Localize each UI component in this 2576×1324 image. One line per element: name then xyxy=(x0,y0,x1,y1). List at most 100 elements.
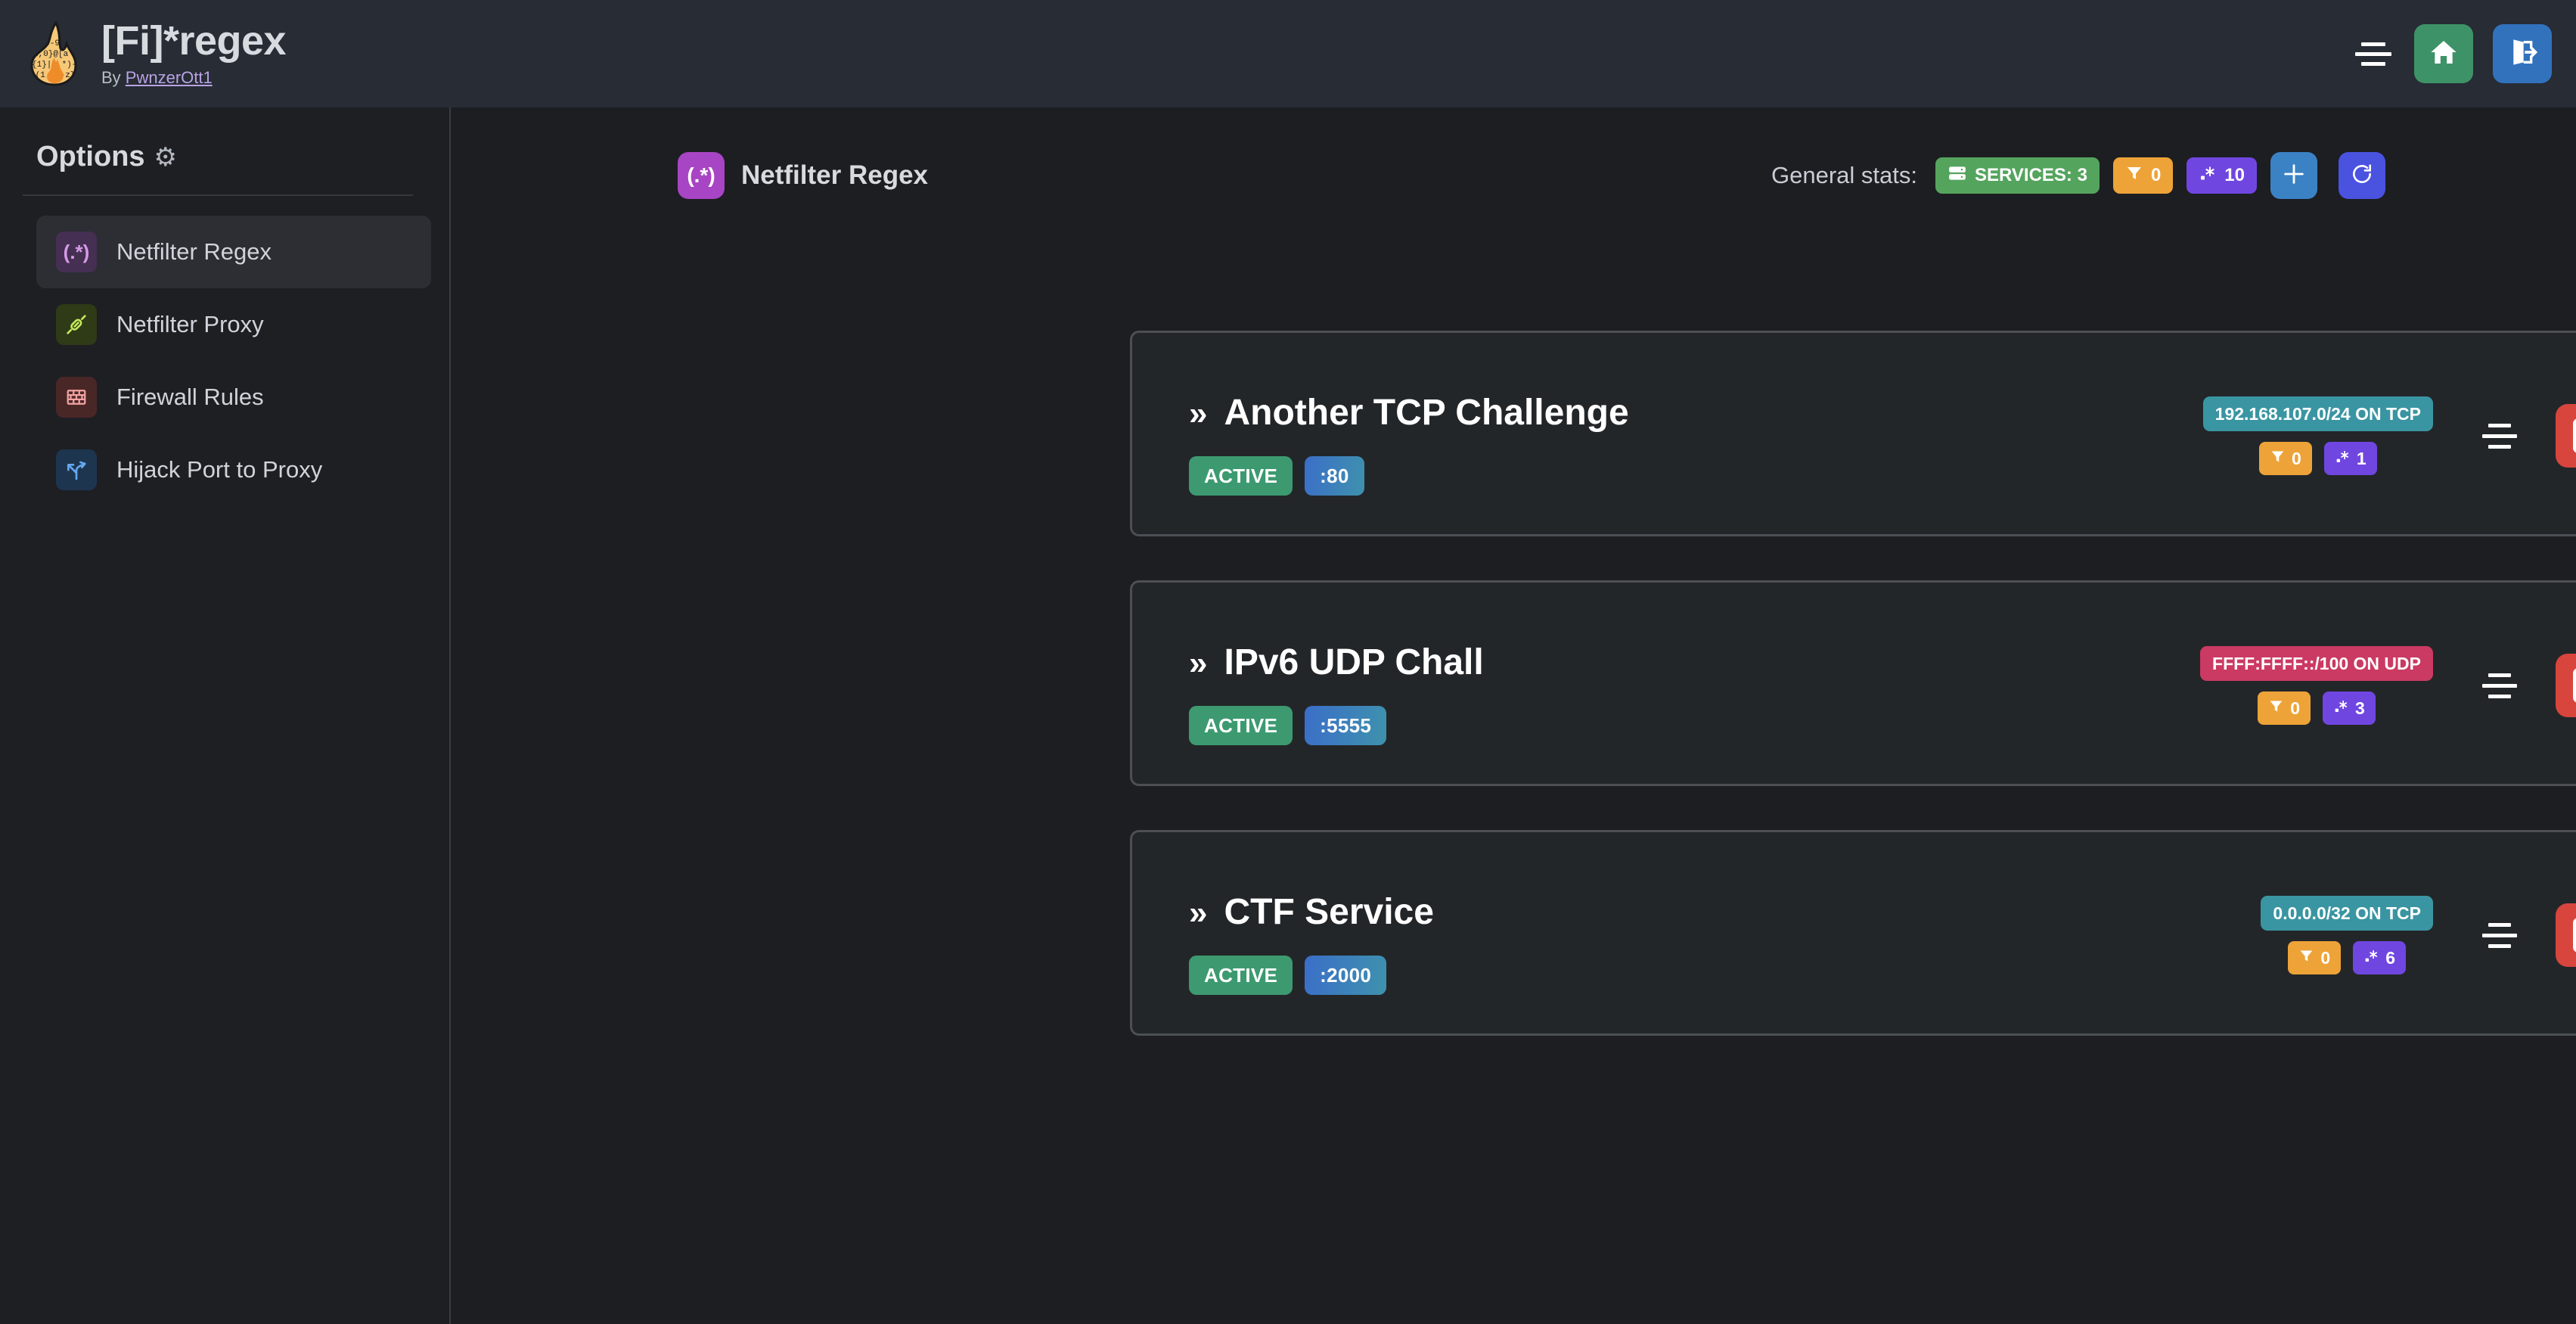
author-link[interactable]: PwnzerOtt1 xyxy=(125,67,213,87)
filters-counter: 0 xyxy=(2259,442,2312,475)
regex-icon xyxy=(2335,449,2351,469)
home-button[interactable] xyxy=(2414,24,2473,83)
sidebar-item-netfilter-regex[interactable]: (.*) Netfilter Regex xyxy=(36,216,431,288)
service-counters: 0 6 xyxy=(2288,941,2406,974)
by-prefix: By xyxy=(101,67,126,87)
page-title: Netfilter Regex xyxy=(741,160,929,190)
sidebar-item-netfilter-proxy[interactable]: Netfilter Proxy xyxy=(36,288,431,361)
regexes-count-label: 3 xyxy=(2355,698,2365,718)
status-badge: ACTIVE xyxy=(1189,956,1293,995)
filters-counter: 0 xyxy=(2258,692,2311,725)
network-badge: 192.168.107.0/24 ON TCP xyxy=(2202,396,2433,431)
add-service-button[interactable] xyxy=(2270,152,2317,199)
general-stats: General stats: SERVICES: 3 xyxy=(1771,152,2385,199)
header-actions xyxy=(2352,0,2552,107)
logout-button[interactable] xyxy=(2493,24,2552,83)
filters-count-label: 0 xyxy=(2320,947,2331,968)
stats-label: General stats: xyxy=(1771,162,1917,188)
network-badge: 0.0.0.0/32 ON TCP xyxy=(2261,896,2433,931)
service-badges: ACTIVE :2000 xyxy=(1189,956,1434,995)
page-heading: (.*) Netfilter Regex xyxy=(678,152,928,199)
plus-icon xyxy=(2281,161,2307,191)
author-line: By PwnzerOtt1 xyxy=(101,68,286,88)
service-name: IPv6 UDP Chall xyxy=(1224,642,1484,682)
sidebar-item-label: Netfilter Regex xyxy=(116,238,272,265)
port-badge: :2000 xyxy=(1305,956,1387,995)
hamburger-icon[interactable] xyxy=(2352,36,2394,71)
sidebar-item-label: Netfilter Proxy xyxy=(116,311,264,337)
service-network-info: 192.168.107.0/24 ON TCP 0 1 xyxy=(2202,396,2433,475)
regexes-count-label: 1 xyxy=(2356,448,2367,468)
stop-icon xyxy=(2573,418,2576,453)
sidebar-item-firewall-rules[interactable]: Firewall Rules xyxy=(36,361,431,434)
top-header-bar: -z0-9 2,0}@[a {1}|(.*)-9] \(1 {a-z} [Fi]… xyxy=(0,0,2576,107)
regexes-counter: 1 xyxy=(2323,442,2377,475)
status-badge-regexes: 10 xyxy=(2186,157,2257,194)
stop-icon xyxy=(2573,668,2576,703)
regexes-counter: 6 xyxy=(2353,941,2406,974)
network-badge: FFFF:FFFF::/100 ON UDP xyxy=(2200,646,2433,681)
filter-icon xyxy=(2270,449,2286,469)
service-card[interactable]: » IPv6 UDP Chall ACTIVE :5555 FFFF:FFFF:… xyxy=(1130,580,2576,786)
filter-icon xyxy=(2268,698,2284,719)
service-info: » CTF Service ACTIVE :2000 xyxy=(1189,891,1434,995)
service-card[interactable]: » Another TCP Challenge ACTIVE :80 192.1… xyxy=(1130,331,2576,536)
sidebar-item-hijack-port-to-proxy[interactable]: Hijack Port to Proxy xyxy=(36,434,431,506)
filters-count-label: 0 xyxy=(2150,165,2162,185)
filters-counter: 0 xyxy=(2288,941,2342,974)
service-counters: 0 1 xyxy=(2259,442,2377,475)
stop-button[interactable] xyxy=(2556,903,2576,967)
regex-icon: (.*) xyxy=(56,232,97,272)
service-network-info: FFFF:FFFF::/100 ON UDP 0 3 xyxy=(2200,646,2433,725)
port-badge: :80 xyxy=(1305,456,1364,496)
service-counters: 0 3 xyxy=(2258,692,2376,725)
plug-icon xyxy=(56,304,97,345)
sidebar-title: Options xyxy=(36,141,145,172)
svg-text:2,0}@[a: 2,0}@[a xyxy=(33,50,69,59)
sidebar-nav: (.*) Netfilter Regex Netfilter Proxy Fir… xyxy=(0,216,449,506)
service-title: » IPv6 UDP Chall xyxy=(1189,642,1484,683)
server-icon xyxy=(1948,163,1967,188)
refresh-button[interactable] xyxy=(2339,152,2385,199)
status-badge: ACTIVE xyxy=(1189,456,1293,496)
brick-icon xyxy=(56,377,97,418)
stop-button[interactable] xyxy=(2556,654,2576,717)
services-list: » Another TCP Challenge ACTIVE :80 192.1… xyxy=(1130,331,2576,1080)
sidebar-divider xyxy=(23,194,413,196)
double-chevron-icon: » xyxy=(1189,894,1208,931)
filters-count-label: 0 xyxy=(2292,448,2301,468)
regex-icon xyxy=(2199,164,2217,188)
regex-icon xyxy=(2333,698,2349,719)
logout-icon xyxy=(2507,37,2538,71)
sidebar-header: Options ⚙ xyxy=(36,141,449,173)
regex-icon xyxy=(2363,948,2379,968)
service-card[interactable]: » CTF Service ACTIVE :2000 0.0.0.0/32 ON… xyxy=(1130,830,2576,1036)
services-count-label: SERVICES: 3 xyxy=(1974,165,2087,185)
filter-icon xyxy=(2298,948,2314,968)
regexes-count-label: 10 xyxy=(2224,165,2245,185)
service-actions: 0.0.0.0/32 ON TCP 0 6 xyxy=(2261,832,2576,1038)
double-chevron-icon: » xyxy=(1189,645,1208,682)
regex-icon: (.*) xyxy=(678,152,725,199)
stop-button[interactable] xyxy=(2556,404,2576,468)
drag-handle-icon[interactable] xyxy=(2478,664,2521,707)
brand: -z0-9 2,0}@[a {1}|(.*)-9] \(1 {a-z} [Fi]… xyxy=(26,20,287,88)
service-title: » Another TCP Challenge xyxy=(1189,392,1629,434)
sidebar-item-label: Hijack Port to Proxy xyxy=(116,456,323,483)
drag-handle-icon[interactable] xyxy=(2478,415,2521,457)
refresh-icon xyxy=(2350,162,2374,190)
main-header: (.*) Netfilter Regex General stats: SERV… xyxy=(678,149,2385,202)
regexes-counter: 3 xyxy=(2323,692,2376,725)
regexes-count-label: 6 xyxy=(2385,947,2395,968)
drag-handle-icon[interactable] xyxy=(2478,914,2521,956)
service-name: Another TCP Challenge xyxy=(1224,393,1629,433)
service-badges: ACTIVE :5555 xyxy=(1189,706,1484,745)
gear-icon: ⚙ xyxy=(154,142,178,172)
status-badge: ACTIVE xyxy=(1189,706,1293,745)
home-icon xyxy=(2429,37,2459,71)
status-badge-services: SERVICES: 3 xyxy=(1935,157,2100,194)
flame-regex-logo-icon: -z0-9 2,0}@[a {1}|(.*)-9] \(1 {a-z} xyxy=(26,20,82,86)
service-info: » IPv6 UDP Chall ACTIVE :5555 xyxy=(1189,642,1484,745)
service-name: CTF Service xyxy=(1224,892,1434,932)
double-chevron-icon: » xyxy=(1189,395,1208,432)
